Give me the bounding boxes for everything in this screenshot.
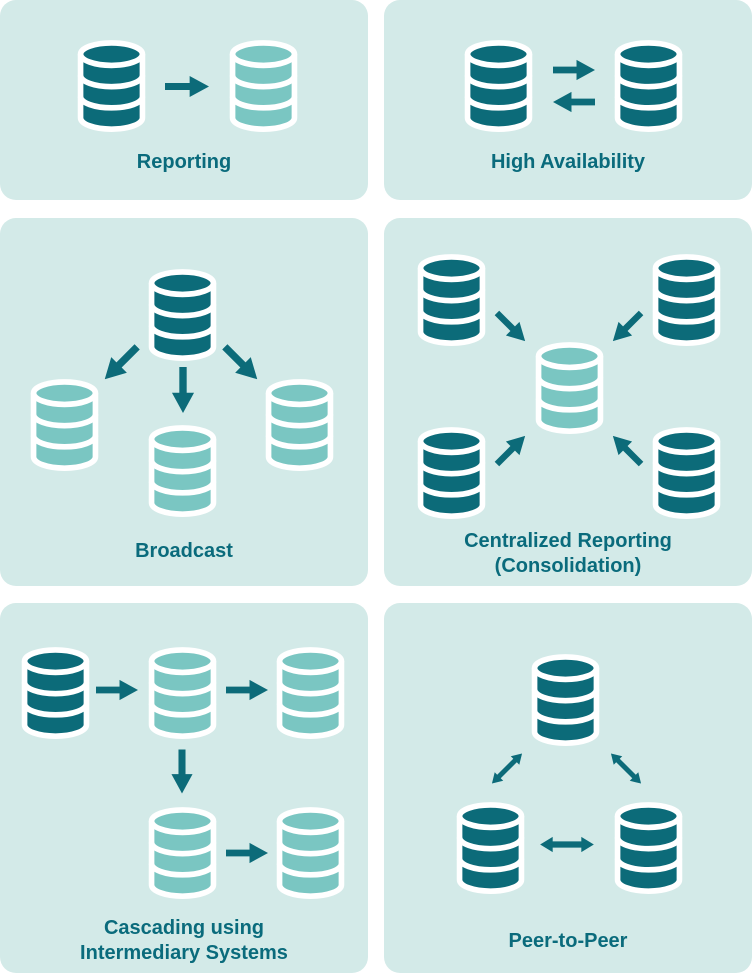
panel-caption: Broadcast [135, 540, 233, 562]
double-arrow-diagonal-icon [604, 747, 647, 790]
arrow-right-icon [226, 679, 268, 701]
panel-caption: Reporting [136, 151, 232, 173]
arrow-right-icon [165, 75, 209, 98]
panel-centralized-reporting: Centralized Reporting (Consolidation) [384, 218, 752, 586]
database-icon [145, 423, 220, 519]
arrow-down-icon [171, 367, 195, 413]
database-icon [145, 645, 220, 741]
database-icon [273, 645, 348, 741]
panel-caption: High Availability [490, 151, 646, 173]
panel-cascading: Cascading using Intermediary Systems [0, 603, 368, 973]
database-icon [611, 800, 686, 896]
database-icon [649, 252, 724, 348]
arrow-down-right-icon [216, 338, 265, 387]
database-icon [273, 805, 348, 901]
database-icon [145, 805, 220, 901]
database-icon [414, 425, 489, 521]
arrow-right-icon [226, 842, 268, 864]
arrow-down-right-icon [489, 305, 533, 349]
database-icon [453, 800, 528, 896]
panel-reporting: Reporting [0, 0, 368, 200]
arrow-down-left-icon [96, 338, 145, 387]
panel-peer-to-peer: Peer-to-Peer [384, 603, 752, 973]
arrow-up-left-icon [605, 428, 649, 472]
arrow-right-icon [96, 679, 138, 701]
database-icon [611, 38, 686, 134]
database-icon [649, 425, 724, 521]
database-icon [18, 645, 93, 741]
double-arrow-diagonal-icon [485, 747, 528, 790]
database-icon [461, 38, 536, 134]
arrow-down-left-icon [605, 305, 649, 349]
database-icon [145, 267, 220, 363]
panel-broadcast: Broadcast [0, 218, 368, 586]
database-icon [74, 38, 149, 134]
double-arrow-horizontal-icon [539, 836, 595, 853]
panel-caption: Cascading using Intermediary Systems [80, 917, 288, 964]
database-icon [226, 38, 301, 134]
arrow-right-icon [553, 59, 595, 81]
database-icon [262, 377, 337, 473]
arrow-up-right-icon [489, 428, 533, 472]
database-icon [532, 340, 607, 436]
arrow-left-icon [553, 91, 595, 113]
panel-caption: Centralized Reporting (Consolidation) [464, 530, 672, 577]
database-icon [27, 377, 102, 473]
panel-high-availability: High Availability [384, 0, 752, 200]
arrow-down-icon [171, 750, 194, 794]
database-icon [528, 652, 603, 748]
database-icon [414, 252, 489, 348]
panel-caption: Peer-to-Peer [508, 930, 628, 952]
